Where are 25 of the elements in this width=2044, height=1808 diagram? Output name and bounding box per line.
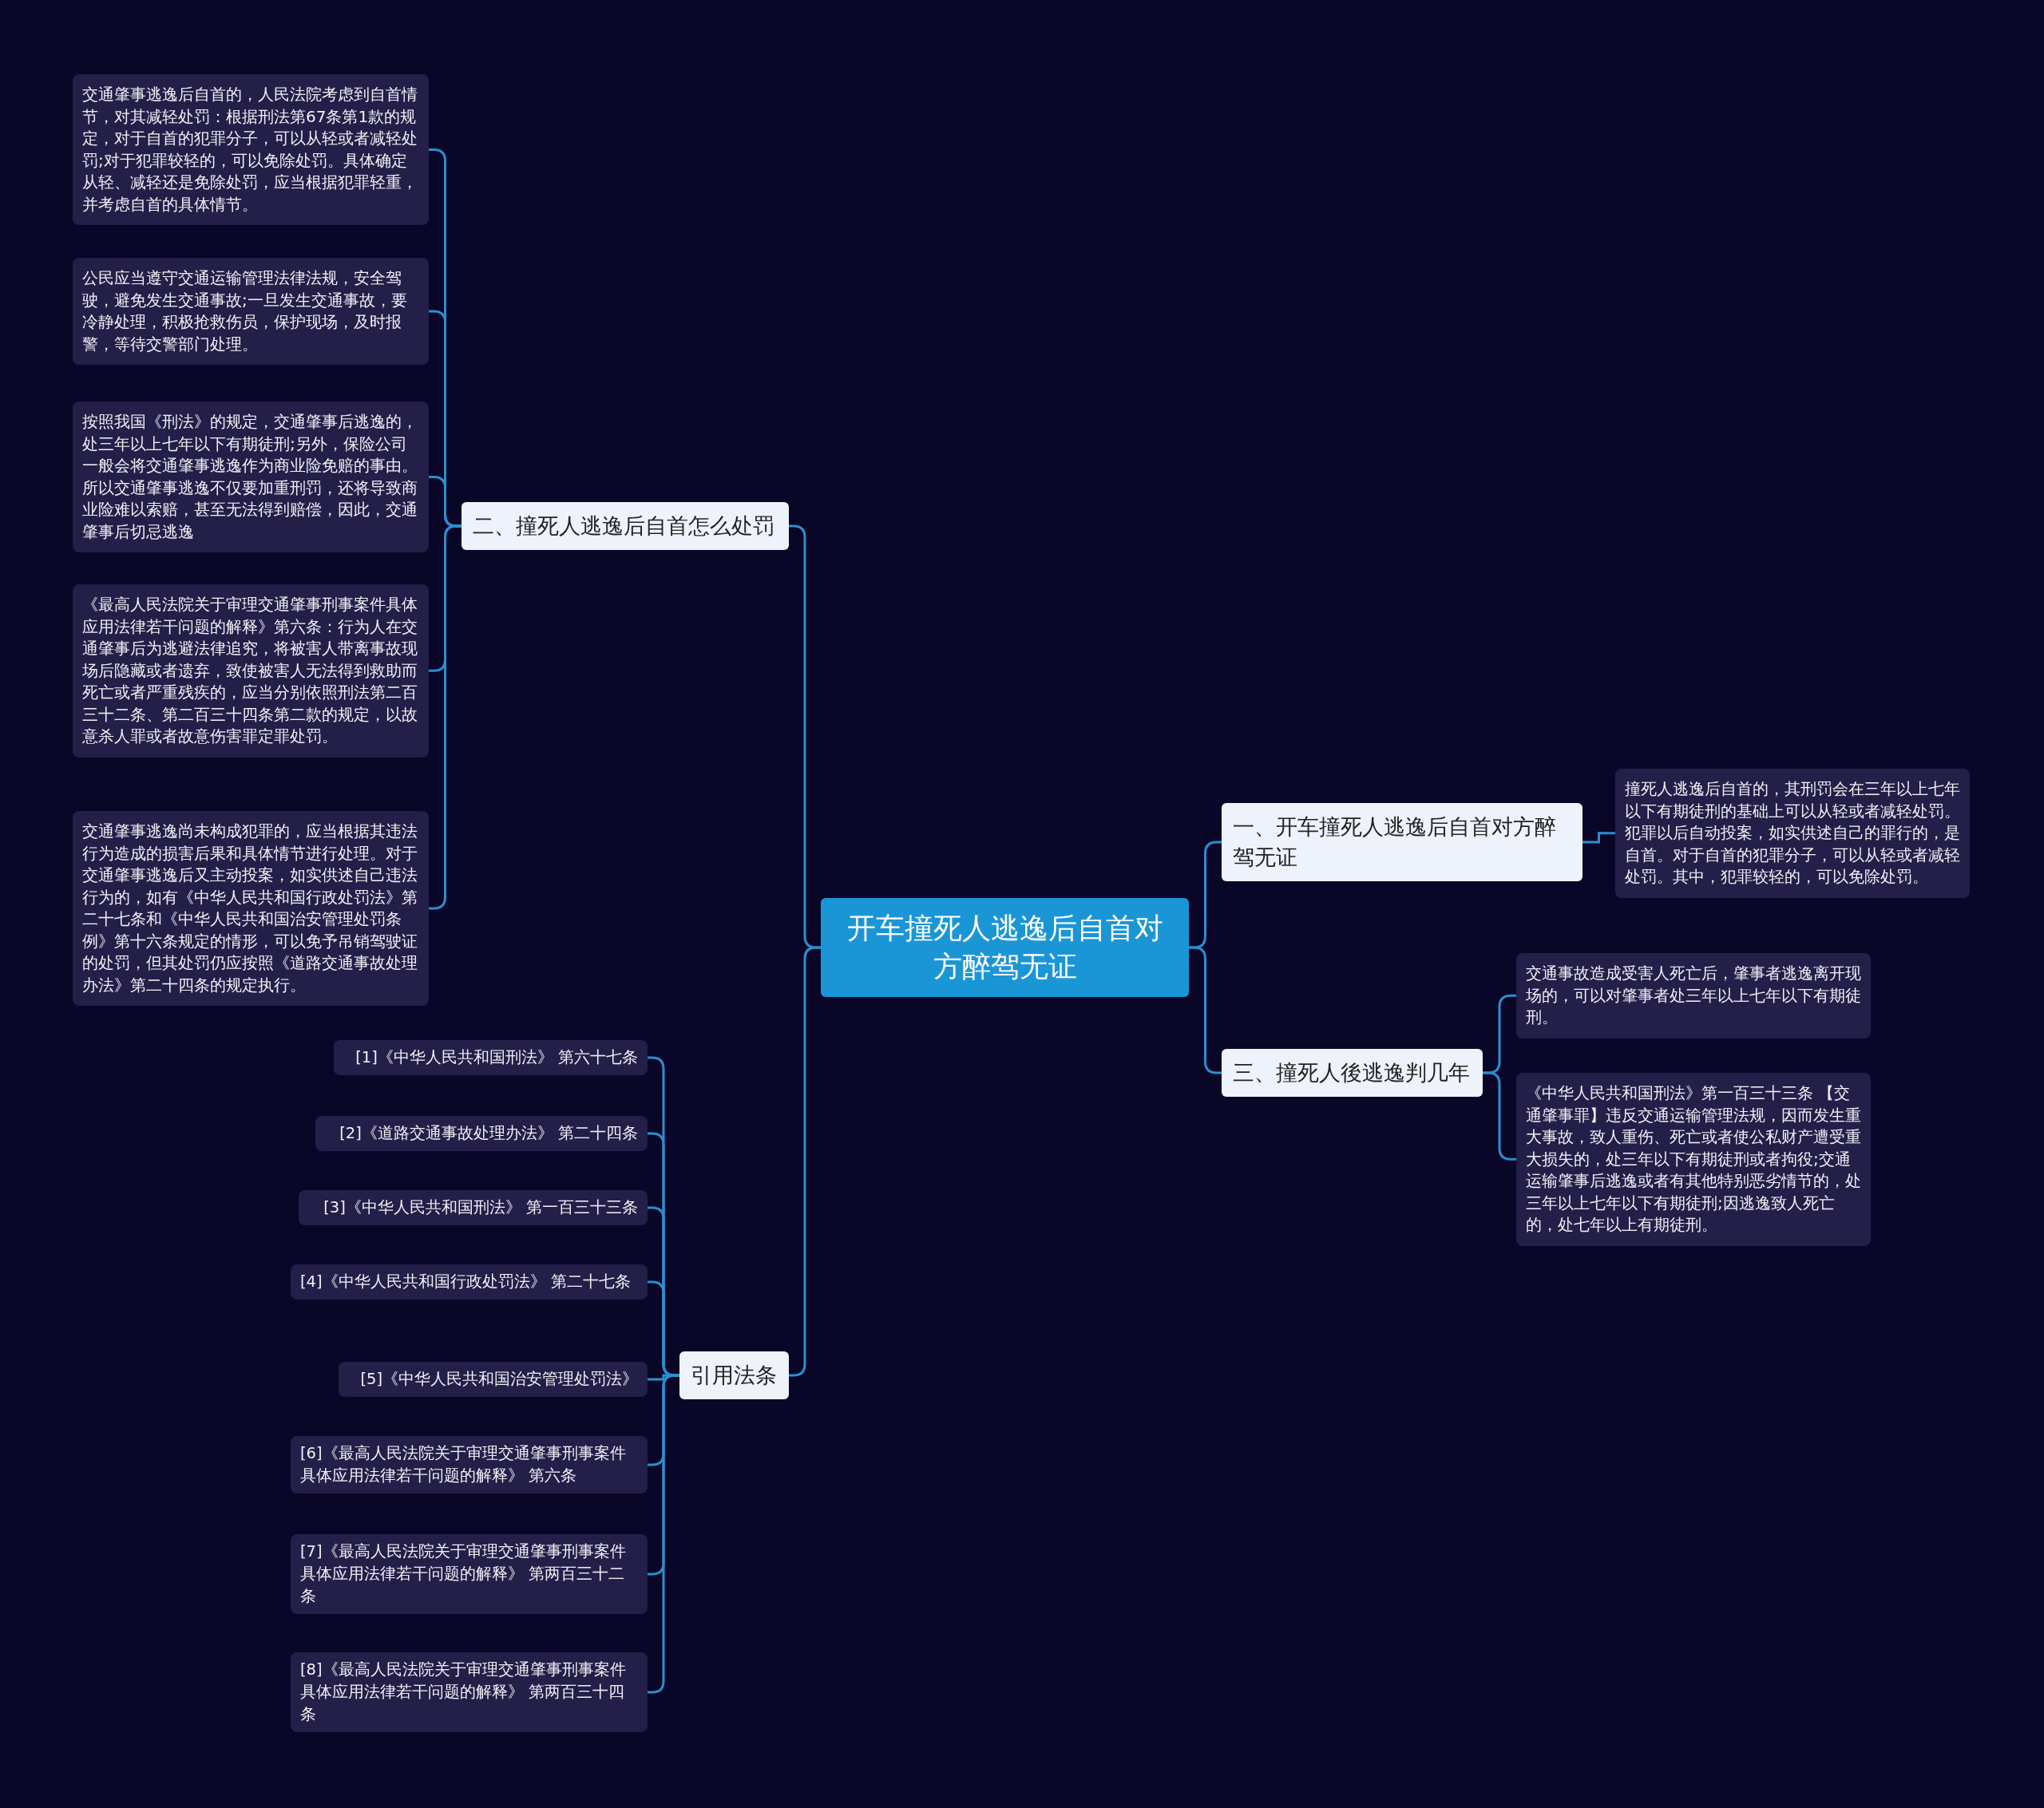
topic-box: 二、撞死人逃逸后自首怎么处罚 [461, 502, 789, 550]
text-card: 《中华人民共和国刑法》第一百三十三条 【交通肇事罪】违反交通运输管理法规，因而发生重大事故，致人重伤、死亡或者使公私财产遭受重大损失的，处三年以下有期徒刑或者拘役;交通运输肇事后逃逸或者有其他特别恶劣情节的，处三年以上七年以下有期徒刑;因逃逸致人死亡的，处七年以上有期徒刑。 [1516, 1073, 1871, 1246]
connector-line [1189, 946, 1222, 1074]
reference-card: [3]《中华人民共和国刑法》 第一百三十三条 [299, 1190, 648, 1225]
reference-card: [1]《中华人民共和国刑法》 第六十七条 [334, 1040, 648, 1075]
reference-card: [7]《最高人民法院关于审理交通肇事刑事案件具体应用法律若干问题的解释》 第两百三十二条 [291, 1534, 648, 1614]
reference-card: [2]《道路交通事故处理办法》 第二十四条 [315, 1116, 648, 1151]
reference-card: [6]《最高人民法院关于审理交通肇事刑事案件具体应用法律若干问题的解释》 第六条 [291, 1436, 648, 1493]
reference-card: [4]《中华人民共和国行政处罚法》 第二十七条 [291, 1264, 648, 1300]
text-card: 《最高人民法院关于审理交通肇事刑事案件具体应用法律若干问题的解释》第六条：行为人在交通肇事后为逃避法律追究，将被害人带离事故现场后隐藏或者遗弃，致使被害人无法得到救助而死亡或者严重残疾的，应当分别依照刑法第二百三十二条、第二百三十四条第二款的规定，以故意杀人罪或者故意伤害罪定罪处罚。 [73, 584, 429, 758]
topic-box: 一、开车撞死人逃逸后自首对方醉驾无证 [1222, 803, 1583, 881]
text-card: 交通事故造成受害人死亡后，肇事者逃逸离开现场的，可以对肇事者处三年以上七年以下有期徒刑。 [1516, 953, 1871, 1039]
reference-card: [8]《最高人民法院关于审理交通肇事刑事案件具体应用法律若干问题的解释》 第两百三十四条 [291, 1652, 648, 1732]
reference-card: [5]《中华人民共和国治安管理处罚法》 [339, 1362, 648, 1397]
text-card: 交通肇事逃逸后自首的，人民法院考虑到自首情节，对其减轻处罚：根据刑法第67条第1款的规定，对于自首的犯罪分子，可以从轻或者减轻处罚;对于犯罪较轻的，可以免除处罚。具体确定从轻、减轻还是免除处罚，应当根据犯罪轻重，并考虑自首的具体情节。 [73, 74, 429, 225]
connector-line [1583, 832, 1615, 844]
connector-line [1483, 1071, 1516, 1161]
text-card: 公民应当遵守交通运输管理法律法规，安全驾驶，避免发生交通事故;一旦发生交通事故，要冷静处理，积极抢救伤员，保护现场，及时报警，等待交警部门处理。 [73, 258, 429, 365]
topic-box: 引用法条 [679, 1351, 789, 1399]
text-card: 按照我国《刑法》的规定，交通肇事后逃逸的，处三年以上七年以下有期徒刑;另外，保险公司一般会将交通肇事逃逸作为商业险免赔的事由。所以交通肇事逃逸不仅要加重刑罚，还将导致商业险难以索赔，甚至无法得到赔偿，因此，交通肇事后切忌逃逸 [73, 402, 429, 552]
text-card: 交通肇事逃逸尚未构成犯罪的，应当根据其违法行为造成的损害后果和具体情节进行处理。对于交通肇事逃逸后又主动投案，如实供述自己违法行为的，如有《中华人民共和国行政处罚法》第二十七条和《中华人民共和国治安管理处罚条例》第十六条规定的情形，可以免予吊销驾驶证的处罚，但其处罚仍应按照《道路交通事故处理办法》第二十四条的规定执行。 [73, 811, 429, 1006]
connector-line [789, 946, 821, 1377]
text-card: 撞死人逃逸后自首的，其刑罚会在三年以上七年以下有期徒刑的基础上可以从轻或者减轻处罚。犯罪以后自动投案，如实供述自己的罪行的，是自首。对于自首的犯罪分子，可以从轻或者减轻处罚。其中，犯罪较轻的，可以免除处罚。 [1615, 769, 1970, 898]
topic-box: 三、撞死人後逃逸判几年 [1222, 1049, 1483, 1097]
central-topic-box: 开车撞死人逃逸后自首对方醉驾无证 [821, 898, 1189, 997]
